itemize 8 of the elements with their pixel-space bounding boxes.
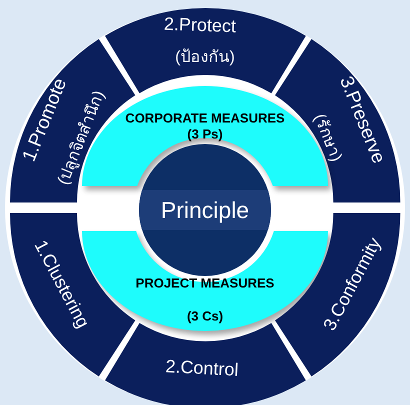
band-label: CORPORATE MEASURES: [125, 112, 285, 124]
band-label: (3 Cs): [186, 310, 224, 322]
center-label: Principle: [160, 198, 250, 222]
segment-label: 2.Control: [165, 357, 239, 379]
segment-label: 2.Protect: [164, 14, 236, 36]
band-label: PROJECT MEASURES: [136, 276, 274, 290]
segment-label: (ป้องกัน): [175, 50, 235, 66]
band-label: (3 Ps): [187, 128, 223, 140]
